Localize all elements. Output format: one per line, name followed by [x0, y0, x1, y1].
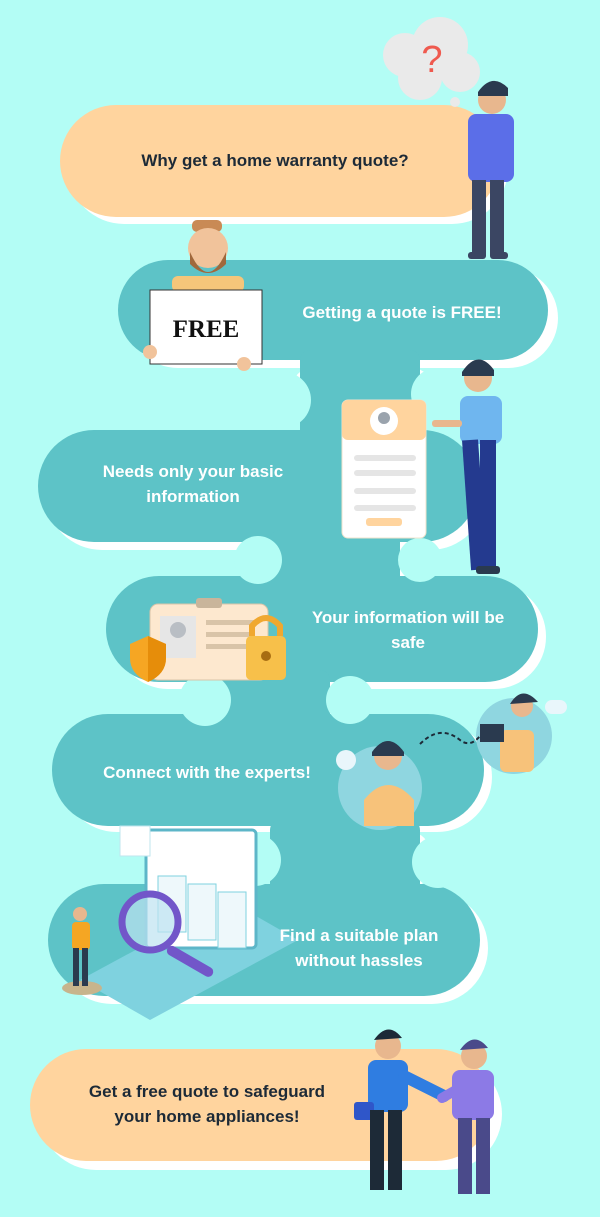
experts-call-illustration — [336, 693, 567, 830]
step-5-label: Connect with the experts! — [103, 763, 311, 782]
account-form-illustration — [341, 399, 427, 539]
question-mark-icon: ? — [421, 39, 442, 81]
pill-1 — [60, 105, 500, 217]
step-4-label: Your information will be safe — [311, 608, 505, 652]
standing-man-illustration — [432, 359, 502, 574]
plan-search-illustration — [62, 825, 298, 1020]
step-3-label: Needs only your basic information — [102, 462, 284, 506]
handshake-illustration — [354, 1029, 494, 1194]
free-sign-label: FREE — [173, 316, 240, 343]
step-1-label: Why get a home warranty quote? — [141, 151, 409, 170]
step-6-label: Find a suitable plan without hassles — [279, 926, 439, 970]
thinking-man-illustration — [468, 80, 514, 259]
free-sign-man-illustration: FREE — [143, 220, 263, 371]
thought-bubble: ? — [383, 17, 480, 107]
step-2-label: Getting a quote is FREE! — [302, 303, 502, 322]
secure-id-illustration — [130, 598, 286, 682]
step-7-label: Get a free quote to safeguard your home … — [88, 1082, 326, 1126]
